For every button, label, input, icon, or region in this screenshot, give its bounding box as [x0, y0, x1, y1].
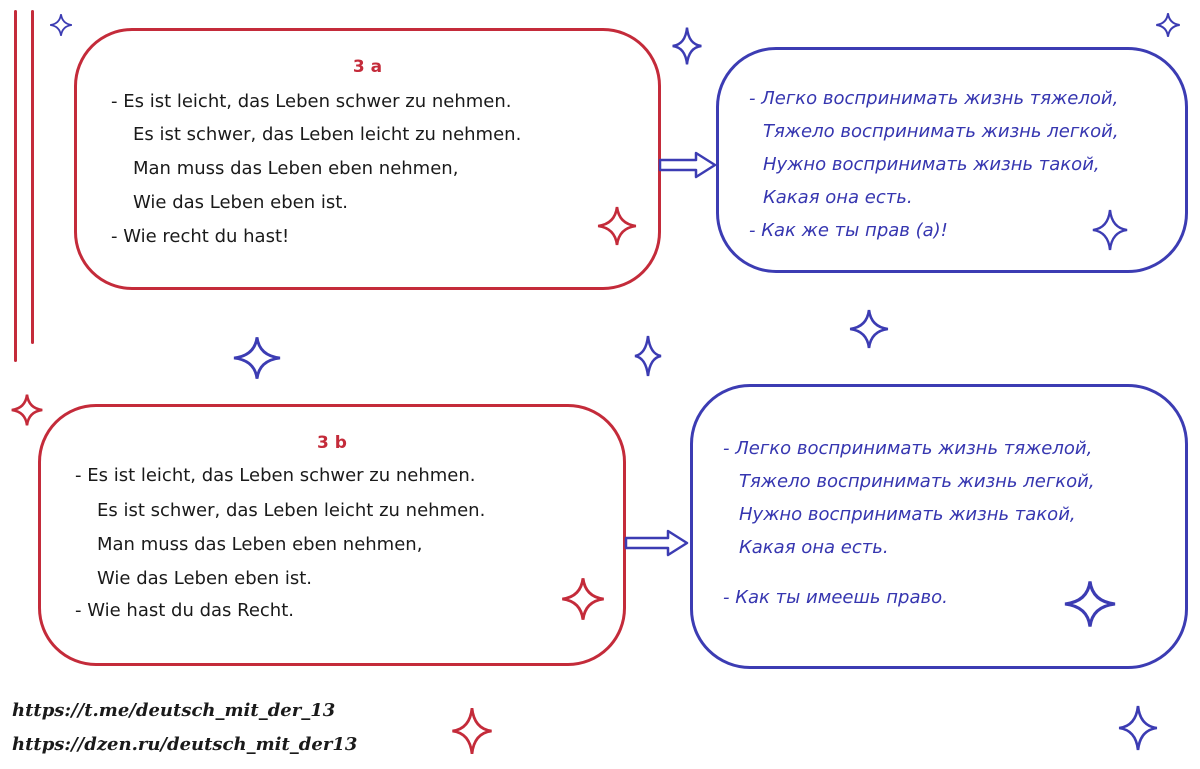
- russian-line: - Легко воспринимать жизнь тяжелой,: [749, 88, 1119, 109]
- sparkle-star-icon: [672, 27, 702, 65]
- sparkle-star-icon: [1092, 209, 1128, 251]
- german-line: - Wie hast du das Recht.: [75, 600, 294, 621]
- russian-text-box-a: - Легко воспринимать жизнь тяжелой, Тяже…: [716, 47, 1188, 273]
- russian-line: Нужно воспринимать жизнь такой,: [763, 154, 1100, 175]
- german-line: Man muss das Leben eben nehmen,: [97, 534, 423, 555]
- decorative-vertical-line: [31, 10, 34, 344]
- russian-line: Тяжело воспринимать жизнь легкой,: [739, 471, 1095, 492]
- german-line: Es ist schwer, das Leben leicht zu nehme…: [133, 124, 522, 145]
- sparkle-star-icon: [50, 14, 72, 36]
- german-line: Wie das Leben eben ist.: [97, 568, 313, 589]
- right-arrow-icon: [658, 151, 717, 179]
- sparkle-star-icon: [634, 335, 662, 377]
- german-line: Wie das Leben eben ist.: [133, 192, 349, 213]
- russian-line: Нужно воспринимать жизнь такой,: [739, 504, 1076, 525]
- german-line: Man muss das Leben eben nehmen,: [133, 158, 459, 179]
- russian-line: Какая она есть.: [739, 537, 889, 558]
- russian-line: Какая она есть.: [763, 187, 913, 208]
- german-text-box-b: 3 b - Es ist leicht, das Leben schwer zu…: [38, 404, 626, 666]
- sparkle-star-icon: [597, 206, 637, 246]
- german-line: - Wie recht du hast!: [111, 226, 290, 247]
- sparkle-star-icon: [849, 309, 889, 349]
- sparkle-star-icon: [233, 337, 281, 379]
- sparkle-star-icon: [11, 394, 43, 426]
- right-arrow-icon: [624, 529, 689, 557]
- sparkle-star-icon: [1064, 581, 1116, 627]
- german-text-box-a: 3 a - Es ist leicht, das Leben schwer zu…: [74, 28, 661, 290]
- russian-line: - Как же ты прав (а)!: [749, 220, 948, 241]
- block-b-label: 3 b: [317, 433, 347, 453]
- german-line: - Es ist leicht, das Leben schwer zu neh…: [75, 465, 476, 486]
- russian-line: - Как ты имеешь право.: [723, 587, 948, 608]
- sparkle-star-icon: [1156, 13, 1180, 37]
- dzen-link[interactable]: https://dzen.ru/deutsch_mit_der13: [12, 734, 358, 755]
- russian-text-box-b: - Легко воспринимать жизнь тяжелой, Тяже…: [690, 384, 1188, 669]
- sparkle-star-icon: [562, 578, 604, 620]
- german-line: - Es ist leicht, das Leben schwer zu neh…: [111, 91, 512, 112]
- telegram-link[interactable]: https://t.me/deutsch_mit_der_13: [12, 700, 336, 721]
- decorative-vertical-line: [14, 10, 17, 362]
- german-line: Es ist schwer, das Leben leicht zu nehme…: [97, 500, 486, 521]
- block-a-label: 3 a: [352, 57, 383, 77]
- russian-line: Тяжело воспринимать жизнь легкой,: [763, 121, 1119, 142]
- russian-line: - Легко воспринимать жизнь тяжелой,: [723, 438, 1093, 459]
- sparkle-star-icon: [1118, 705, 1158, 751]
- sparkle-star-icon: [452, 707, 492, 755]
